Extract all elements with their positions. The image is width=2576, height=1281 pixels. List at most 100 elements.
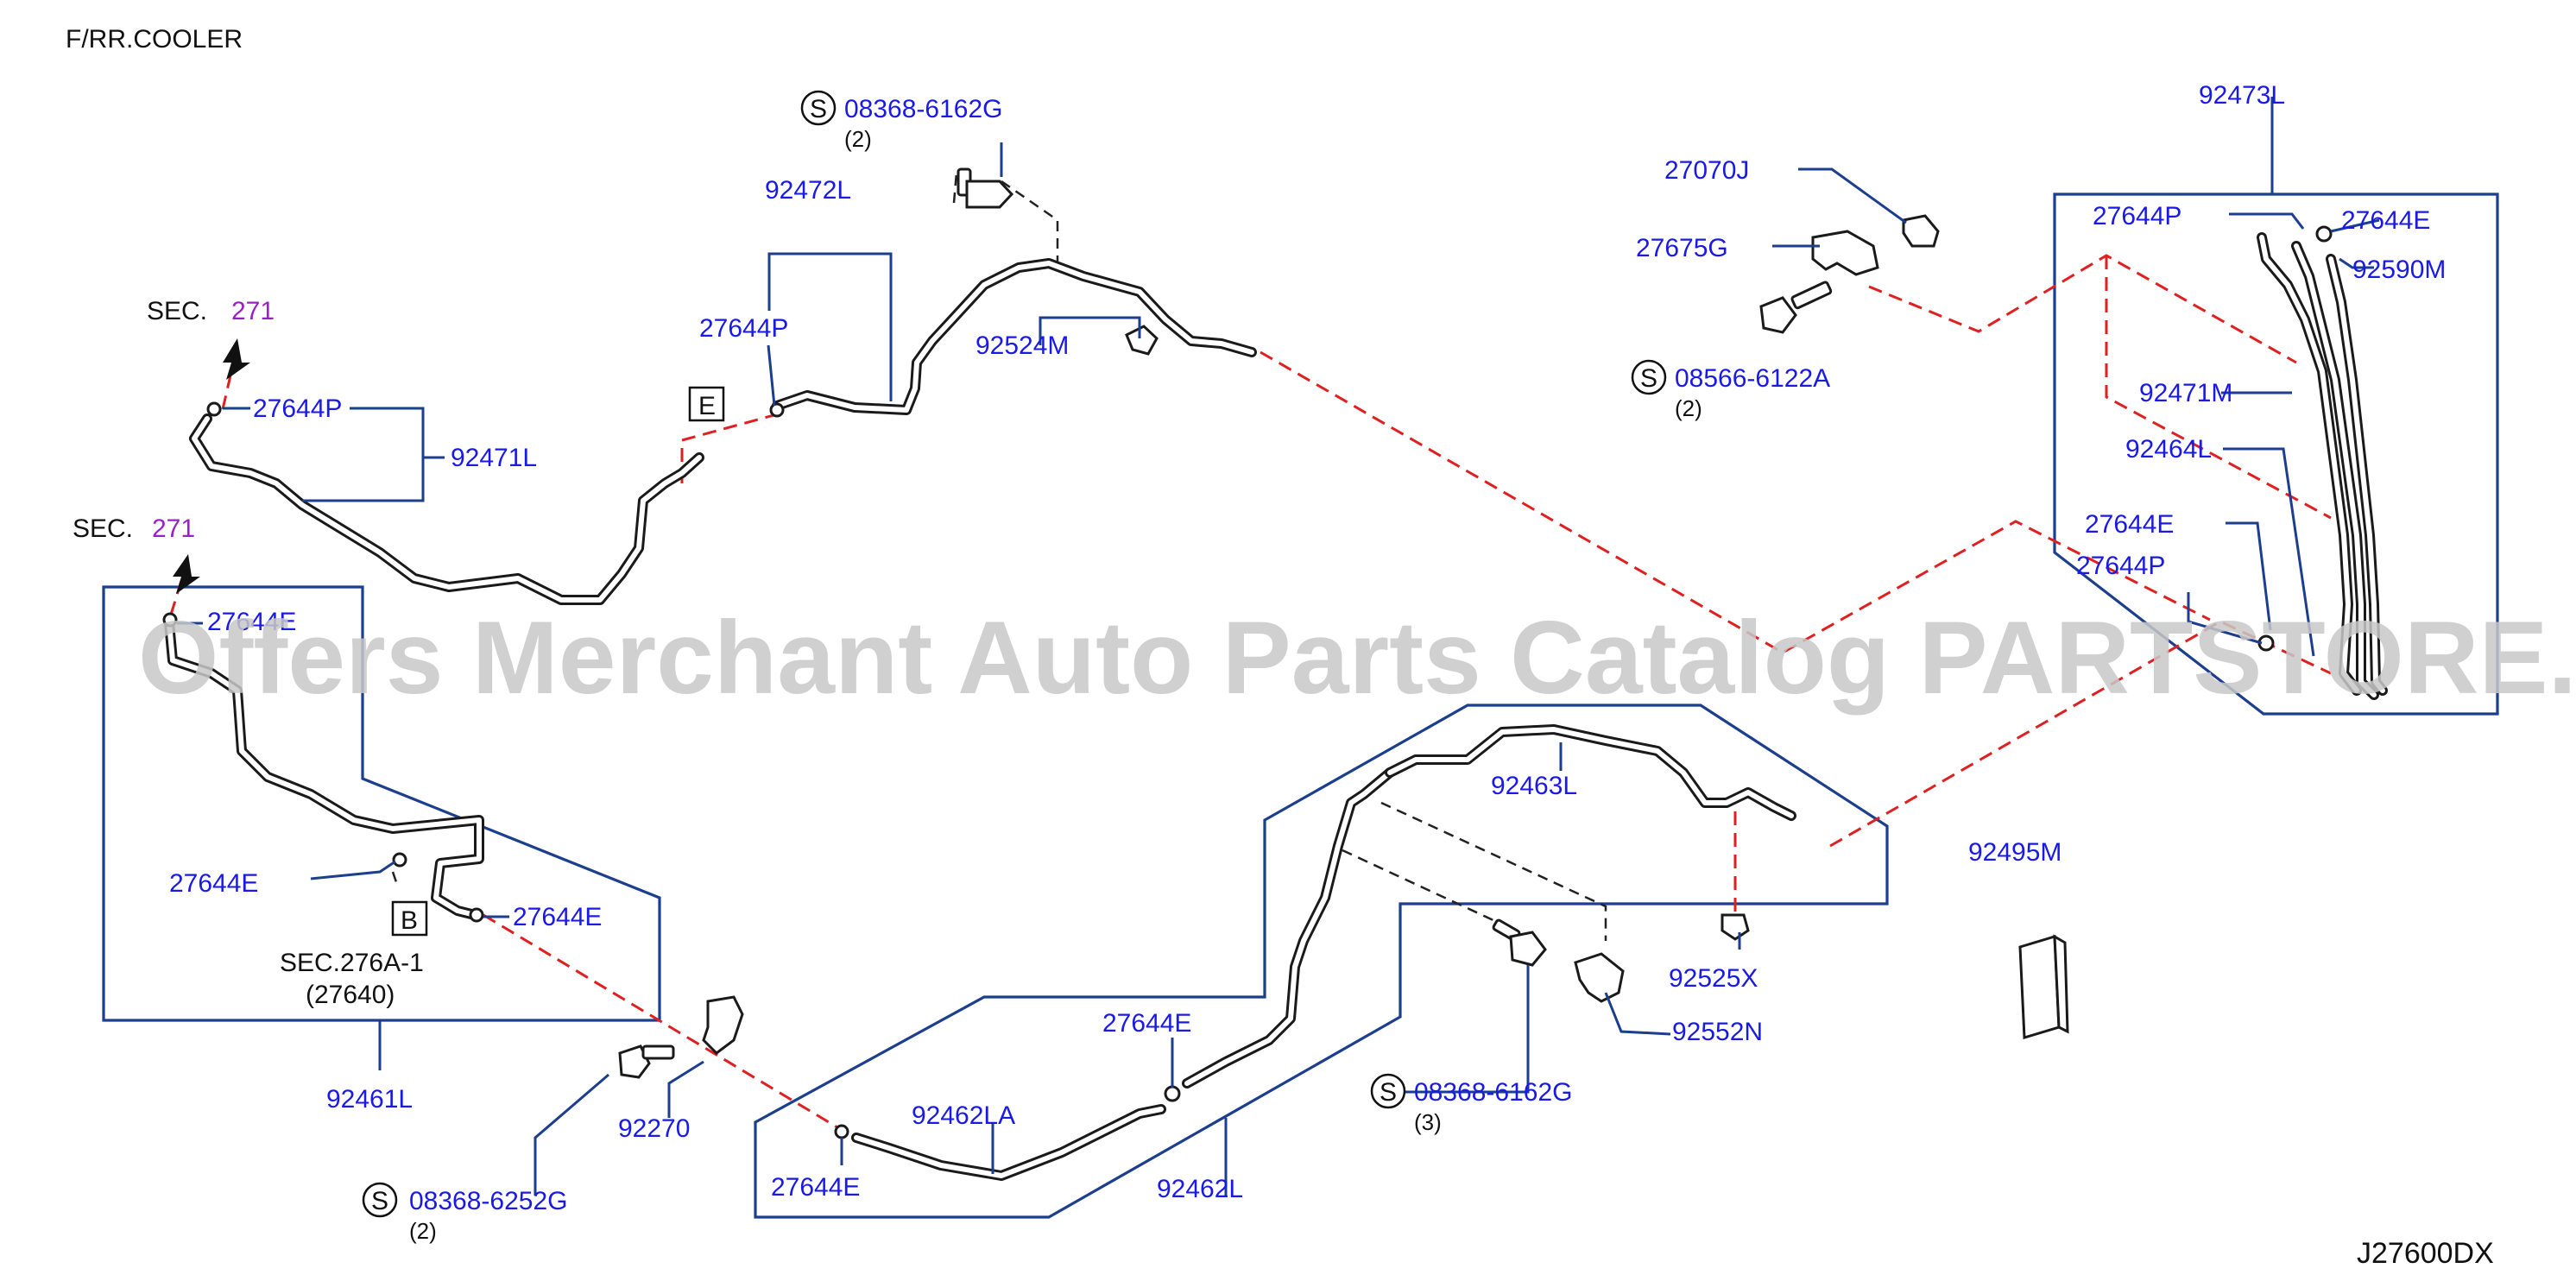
sec-link-271-left[interactable]: 271 <box>152 514 195 543</box>
red-dash-long-upper <box>1260 350 2211 654</box>
sec-link-271-top[interactable]: 271 <box>231 297 275 325</box>
part-label-92525X[interactable]: 92525X <box>1669 964 1758 993</box>
black-dash-6162G-b <box>1342 849 1520 934</box>
s-circle-08368-6252G: S <box>362 1182 398 1218</box>
part-label-27644P-mid[interactable]: 27644P <box>699 314 788 343</box>
black-dash-b <box>391 871 399 886</box>
part-label-92590M[interactable]: 92590M <box>2352 256 2446 284</box>
group-box-92461L <box>102 585 661 1022</box>
pipe-92462LA <box>851 1104 1166 1181</box>
part-label-92462LA[interactable]: 92462LA <box>912 1101 1015 1130</box>
clip-92525X-icon <box>1720 913 1750 941</box>
bolt-08368-6162G-top-icon <box>957 167 1014 209</box>
s-circle-08368-6162G-bottom: S <box>1370 1073 1406 1109</box>
part-label-92473L[interactable]: 92473L <box>2199 81 2285 110</box>
black-dash-top-bolt <box>952 172 1059 269</box>
svg-text:S: S <box>371 1187 388 1215</box>
qty-08368-6252G: (2) <box>409 1218 437 1244</box>
o-ring-27644E-box1 <box>162 612 178 628</box>
part-label-92524M[interactable]: 92524M <box>975 331 1069 360</box>
qty-08566-6122A: (2) <box>1675 395 1702 421</box>
leader-lines <box>177 97 2380 1197</box>
diagram-title: F/RR.COOLER <box>66 25 243 54</box>
diagram-code: J27600DX <box>2357 1237 2494 1270</box>
part-label-27644P-top[interactable]: 27644P <box>253 394 342 423</box>
s-circle-08368-6162G-top: S <box>800 90 837 126</box>
part-label-27644P-r[interactable]: 27644P <box>2093 202 2181 230</box>
red-dash-mid-right <box>1829 620 2332 848</box>
group-box-92473L <box>2053 192 2499 716</box>
o-ring-27644E-left <box>392 852 407 868</box>
part-label-27644E-bot[interactable]: 27644E <box>771 1173 860 1202</box>
pipe-92461L <box>164 618 484 920</box>
sec-276a-sub: (27640) <box>306 981 395 1009</box>
part-label-27644E-b[interactable]: 27644E <box>513 903 602 931</box>
o-ring-27644P-mid <box>769 402 785 418</box>
pipe-92462L <box>1182 767 1395 1089</box>
ref-mark-b: B <box>401 906 418 935</box>
part-label-27644E-left[interactable]: 27644E <box>169 869 258 898</box>
part-label-08368-6162G-top[interactable]: 08368-6162G <box>844 95 1003 123</box>
red-dash-upper-right <box>1868 254 2297 364</box>
black-dash-92525X-92552N <box>1380 801 1607 941</box>
part-label-92462L[interactable]: 92462L <box>1157 1175 1243 1203</box>
part-label-08368-6252G[interactable]: 08368-6252G <box>409 1187 568 1215</box>
red-dash-bracket <box>2105 256 2332 520</box>
part-label-92471L[interactable]: 92471L <box>451 444 537 472</box>
o-ring-27644P-top <box>206 401 222 417</box>
group-box-92462L <box>754 704 1889 1219</box>
part-label-92552N[interactable]: 92552N <box>1672 1018 1763 1046</box>
bolt-08368-6252G-icon <box>618 1044 675 1079</box>
part-label-27644E-box1[interactable]: 27644E <box>207 608 296 636</box>
part-label-27644P-r2[interactable]: 27644P <box>2076 552 2165 580</box>
o-ring-27644E-b <box>469 907 484 923</box>
part-label-92461L[interactable]: 92461L <box>326 1085 413 1114</box>
svg-text:S: S <box>1640 364 1657 393</box>
ref-box-e <box>688 386 725 422</box>
nut-27070J-icon <box>1902 214 1940 248</box>
part-label-92463L[interactable]: 92463L <box>1491 772 1577 800</box>
part-label-27675G[interactable]: 27675G <box>1636 234 1728 262</box>
ref-mark-e: E <box>698 392 716 420</box>
part-label-08566-6122A[interactable]: 08566-6122A <box>1675 364 1830 393</box>
qty-08368-6162G-bottom: (3) <box>1414 1109 1442 1135</box>
red-dash-b-to-bottom <box>483 913 856 1139</box>
sec-276a-title: SEC.276A-1 <box>280 949 424 977</box>
qty-08368-6162G-top: (2) <box>844 126 872 152</box>
s-circle-08566-6122A: S <box>1631 359 1667 395</box>
part-label-27644E-r[interactable]: 27644E <box>2341 206 2430 235</box>
svg-text:S: S <box>810 95 827 123</box>
clip-92524M-icon <box>1125 325 1159 356</box>
part-label-92270[interactable]: 92270 <box>618 1114 690 1143</box>
svg-text:S: S <box>1380 1078 1397 1107</box>
watermark: Offers Merchant Auto Parts Catalog PARTS… <box>138 600 2576 716</box>
part-label-27644E-r2[interactable]: 27644E <box>2085 510 2174 539</box>
sec-prefix-1: SEC. <box>147 297 207 325</box>
clamp-92552N-icon <box>1574 952 1625 1003</box>
part-label-27070J[interactable]: 27070J <box>1664 156 1749 185</box>
bolt-08566-6122A-icon <box>1759 281 1833 334</box>
part-label-08368-6162G-bottom[interactable]: 08368-6162G <box>1414 1078 1573 1107</box>
ref-box-b <box>391 900 428 937</box>
part-label-27644E-mid[interactable]: 27644E <box>1102 1009 1191 1038</box>
o-ring-27644E-r <box>2315 225 2333 243</box>
bracket-92270-icon <box>702 995 744 1055</box>
red-dash-e <box>680 413 778 483</box>
pipe-92463L <box>1385 724 1796 821</box>
o-ring-27644E-bot <box>834 1124 849 1139</box>
pipe-bundle-92473L <box>2257 232 2388 700</box>
part-label-92471M[interactable]: 92471M <box>2139 379 2232 407</box>
part-label-92464L[interactable]: 92464L <box>2125 435 2212 464</box>
pipe-92472L <box>772 258 1257 415</box>
bracket-27675G-icon <box>1811 230 1879 276</box>
sec-prefix-2: SEC. <box>73 514 133 543</box>
pipe-92471L <box>189 413 704 605</box>
pad-92495M-icon <box>2018 934 2069 1039</box>
arrow-sec271-top-icon <box>223 338 250 380</box>
o-ring-27644E-mid <box>1164 1085 1181 1102</box>
part-label-92495M[interactable]: 92495M <box>1968 838 2061 867</box>
bolt-08368-6162G-bottom-icon <box>1492 918 1547 967</box>
part-label-92472L[interactable]: 92472L <box>765 176 851 205</box>
arrow-sec271-left-icon <box>173 554 200 594</box>
